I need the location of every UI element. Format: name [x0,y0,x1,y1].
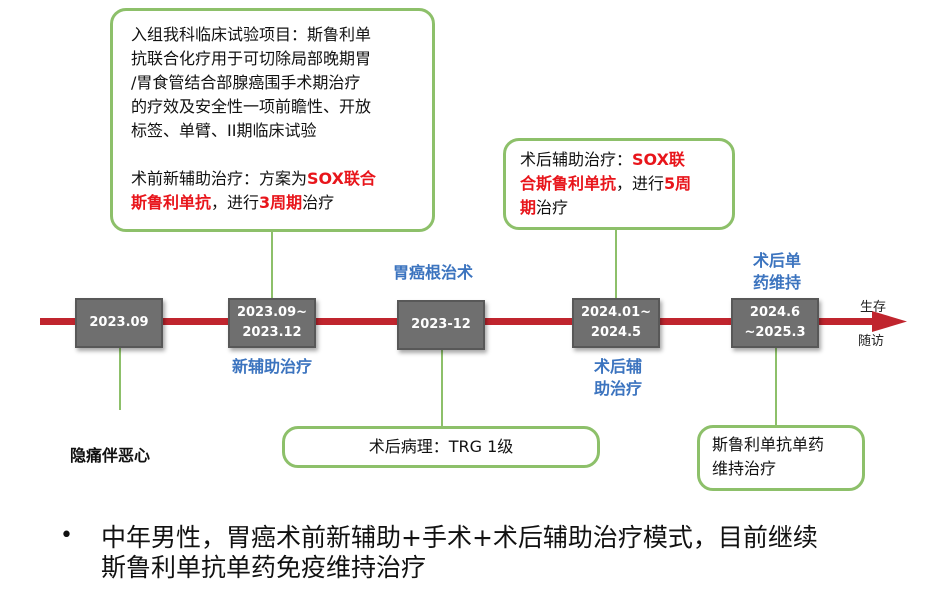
adjuvant-highlight: SOX联 [632,150,685,169]
maintenance-line: 斯鲁利单抗单药 [712,435,825,454]
phase-label-neoadjuvant: 新辅助治疗 [231,357,312,376]
summary-line: 中年男性，胃癌术前新辅助+手术+术后辅助治疗模式，目前继续 [101,523,818,552]
neoadjuvant-regimen-line: 斯鲁利单抗，进行3周期治疗 [131,191,422,215]
node-date: 2024.6 [749,305,801,320]
timeline-end-followup: 随访 [858,334,885,349]
timeline-node-neoadjuvant: 2023.09~ 2023.12 [228,298,316,348]
adjuvant-line: 术后辅助治疗：SOX联 [520,148,724,172]
enrollment-line: 的疗效及安全性一项前瞻性、开放 [131,97,372,116]
enrollment-line: /胃食管结合部腺癌围手术期治疗 [131,73,361,92]
regimen-text: ，进行 [211,193,260,212]
adjuvant-highlight: 合斯鲁利单抗 [520,174,617,193]
phase-label-surgery: 胃癌根治术 [392,263,473,282]
cycles-highlight: 期 [520,198,537,217]
timeline-end-survival: 生存 [860,300,887,315]
connector-adjuvant [615,230,617,298]
phase-line: 术后单 [752,251,801,270]
phase-label-maintenance: 术后单 药维持 [737,250,817,294]
neoadjuvant-regimen-line: 术前新辅助治疗：方案为SOX联合 [131,167,422,191]
phase-line: 术后辅 [593,357,642,376]
maintenance-line: 维持治疗 [712,459,777,478]
adjuvant-line: 期治疗 [520,196,724,220]
node-date: 2024.5 [590,325,642,340]
cycles-highlight: 5周 [664,174,692,193]
adjuvant-text: 术后辅助治疗： [520,150,633,169]
adjuvant-text: ，进行 [616,174,665,193]
node-date: ~2025.3 [744,325,806,340]
callout-adjuvant: 术后辅助治疗：SOX联 合斯鲁利单抗，进行5周 期治疗 [503,138,735,230]
bullet-icon: • [60,523,73,548]
enrollment-line: 抗联合化疗用于可切除局部晚期胃 [131,49,372,68]
enrollment-line: 入组我科临床试验项目：斯鲁利单 [131,25,372,44]
connector-event [119,348,121,410]
adjuvant-line: 合斯鲁利单抗，进行5周 [520,172,724,196]
timeline-node-onset: 2023.09 [75,298,163,348]
phase-label-postop: 术后辅 助治疗 [578,356,658,400]
summary-line: 斯鲁利单抗单药免疫维持治疗 [101,553,427,582]
regimen-highlight: 斯鲁利单抗 [131,193,212,212]
timeline-node-maintenance: 2024.6 ~2025.3 [731,298,819,348]
callout-maintenance: 斯鲁利单抗单药 维持治疗 [697,425,865,491]
connector-pathology [441,350,443,428]
timeline-node-adjuvant: 2024.01~ 2024.5 [572,298,660,348]
node-date: 2023-12 [411,317,471,332]
phase-line: 助治疗 [593,379,642,398]
connector-enrollment [271,232,273,298]
adjuvant-text: 治疗 [536,198,569,217]
timeline-node-surgery: 2023-12 [397,300,485,350]
node-date: 2023.09 [89,315,149,330]
regimen-text: 术前新辅助治疗：方案为 [131,169,308,188]
pathology-text: 术后病理：TRG 1级 [368,437,514,456]
node-date: 2023.09~ [236,305,308,320]
regimen-text: 治疗 [302,193,335,212]
phase-line: 药维持 [752,273,801,292]
connector-maintenance [775,348,777,426]
callout-enrollment: 入组我科临床试验项目：斯鲁利单 抗联合化疗用于可切除局部晚期胃 /胃食管结合部腺… [110,8,435,232]
node-date: 2023.12 [242,325,302,340]
event-label-symptom: 隐痛伴恶心 [70,446,151,465]
node-date: 2024.01~ [580,305,652,320]
callout-pathology: 术后病理：TRG 1级 [282,426,600,468]
enrollment-line: 标签、单臂、II期临床试验 [131,121,317,140]
cycles-highlight: 3周期 [259,193,303,212]
regimen-highlight: SOX联合 [307,169,376,188]
